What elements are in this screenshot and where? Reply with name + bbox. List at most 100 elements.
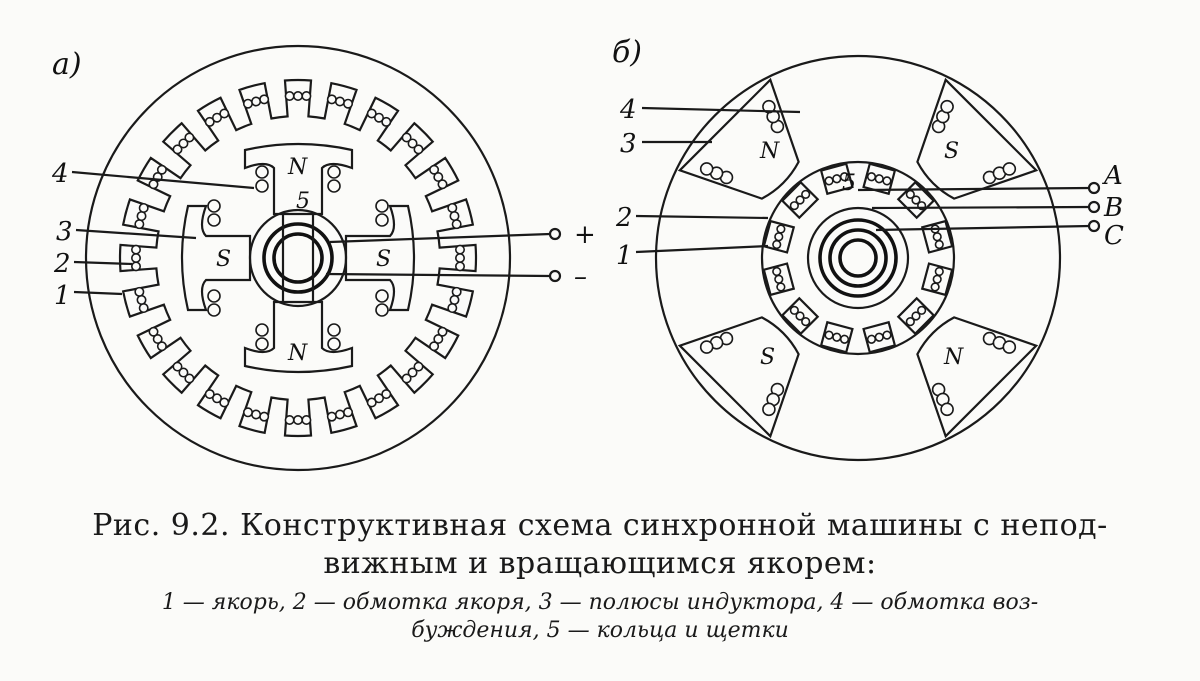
callout-line	[73, 290, 123, 296]
armature-coil	[373, 393, 384, 404]
armature-coil	[138, 202, 149, 213]
callout-line	[73, 260, 133, 266]
terminal-c-label: C	[1104, 221, 1124, 251]
armature-coil	[454, 244, 465, 255]
slot-outline	[896, 296, 936, 336]
terminal-a	[1087, 181, 1101, 195]
armature-coil	[373, 112, 384, 123]
armature-coil	[134, 219, 145, 230]
field-coil	[255, 165, 269, 179]
armature-coil	[874, 332, 884, 342]
field-coil	[207, 213, 221, 227]
pole-label: S	[760, 345, 775, 370]
armature-coil	[451, 286, 462, 297]
slot-outline	[920, 262, 954, 297]
slip-ring	[828, 228, 888, 288]
slot-outline	[819, 320, 854, 354]
field-coil	[375, 213, 389, 227]
field-pole	[677, 77, 800, 200]
callout-4: 4	[619, 95, 637, 125]
terminal-a-label: A	[1102, 161, 1123, 191]
field-coil	[207, 289, 221, 303]
armature-coil	[454, 261, 465, 272]
field-coil	[255, 179, 269, 193]
armature-coil	[801, 189, 811, 199]
slot-outline	[762, 262, 796, 297]
slip-ring	[818, 218, 898, 298]
terminal-minus-label: –	[574, 262, 587, 292]
armature-coil	[381, 116, 392, 127]
slip-ring-inner	[272, 232, 324, 284]
armature-coil	[774, 274, 784, 284]
armature-coil	[343, 98, 354, 109]
armature-coil	[437, 179, 448, 190]
armature-coil	[866, 334, 877, 344]
armature-coil	[429, 341, 440, 352]
field-coil	[940, 99, 954, 114]
slot-outline	[862, 320, 897, 354]
field-coil	[699, 162, 714, 176]
rotor-slot	[762, 219, 796, 254]
armature-coil	[138, 303, 149, 314]
armature-coil	[184, 373, 195, 384]
armature-coil	[172, 144, 183, 155]
pole-body	[677, 77, 800, 200]
rotor-armature	[760, 160, 956, 356]
armature-coil	[301, 91, 312, 102]
armature-coil	[772, 266, 782, 277]
slot-outline	[780, 296, 820, 336]
rotor-slot	[896, 296, 936, 336]
callout-line	[635, 214, 769, 220]
armature-coil	[184, 132, 195, 143]
field-coil	[327, 179, 341, 193]
field-coil	[375, 303, 389, 317]
armature-coil	[251, 409, 262, 420]
rotor-slot	[920, 262, 954, 297]
armature-coil	[259, 94, 270, 105]
callout-1: 1	[616, 241, 633, 271]
armature-coil	[136, 211, 147, 222]
rotor-slot	[920, 219, 954, 254]
rotor-slot	[896, 180, 936, 220]
rotor-pole-bottom	[243, 300, 354, 374]
armature-coil	[131, 244, 142, 255]
armature-coil	[242, 98, 253, 109]
armature-coil	[413, 361, 424, 372]
armature-coil	[932, 274, 942, 284]
lead-minus	[325, 272, 551, 278]
field-coil	[699, 340, 714, 354]
armature-coil	[447, 303, 458, 314]
lead-b	[871, 205, 1091, 210]
armature-coil	[874, 174, 884, 184]
armature-coil	[156, 164, 167, 175]
callout-line	[75, 228, 197, 240]
armature-coil	[366, 397, 377, 408]
panel-b-label: б)	[612, 35, 642, 70]
field-coil	[375, 199, 389, 213]
rotor-slot	[819, 320, 854, 354]
field-coil	[1002, 340, 1017, 354]
pole-label: N	[287, 341, 308, 366]
armature-coil	[429, 164, 440, 175]
armature-coil	[136, 294, 147, 305]
callout-line	[635, 244, 769, 254]
terminal-c	[1087, 219, 1101, 233]
callout-2: 2	[615, 203, 633, 233]
stator-slots	[118, 78, 478, 438]
armature-coil	[284, 91, 295, 102]
panel-a-label: а)	[52, 47, 82, 82]
field-coil	[327, 323, 341, 337]
rotor-slot	[780, 180, 820, 220]
stator-outer-circle	[84, 44, 512, 472]
callout-3: 3	[56, 217, 73, 247]
ring-label: 5	[842, 171, 856, 196]
armature-coil	[449, 294, 460, 305]
armature-coil	[212, 112, 223, 123]
lead-a	[857, 186, 1091, 192]
pole-label: S	[376, 247, 391, 272]
pole-body	[916, 316, 1039, 439]
armature-coil	[131, 253, 142, 264]
armature-coil	[437, 326, 448, 337]
ring-label: 5	[296, 189, 310, 214]
armature-coil	[204, 389, 215, 400]
